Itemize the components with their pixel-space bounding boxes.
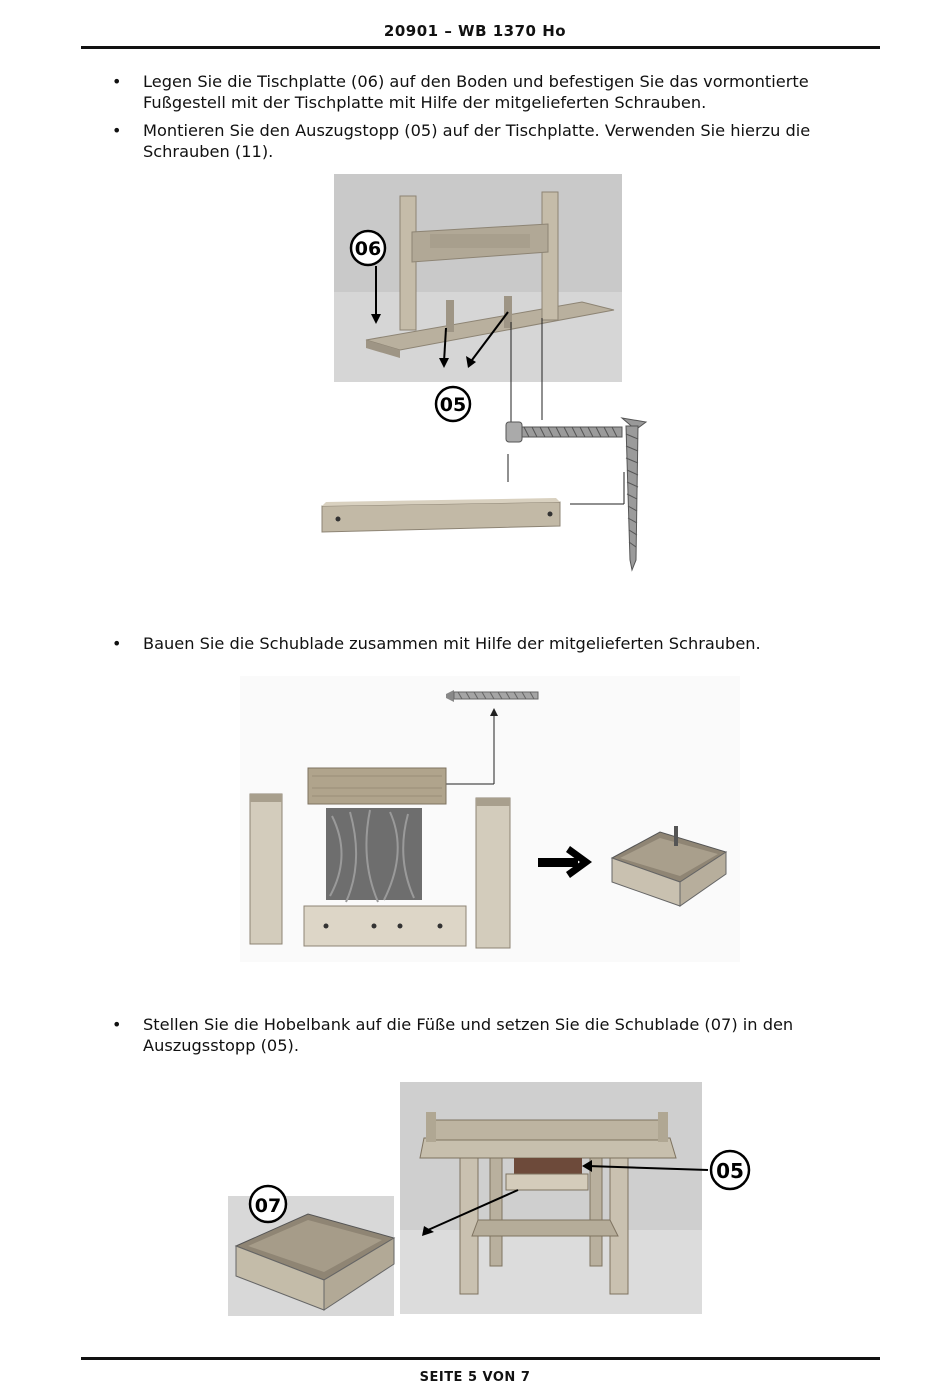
bullet-icon: • [112,1015,122,1034]
tabletop-illustration: 06 05 [321,174,648,572]
bench-illustration: 07 05 [228,1082,751,1316]
page-number: SEITE 5 VON 7 [419,1370,531,1385]
part-label-06: 06 [355,238,381,260]
bullet-icon: • [112,121,122,140]
figure-drawer-insert: 07 05 [228,1080,760,1316]
drawer-illustration [240,676,740,962]
instruction-text: Stellen Sie die Hobelbank auf die Füße u… [143,1015,794,1055]
figure-tabletop-assembly: 06 05 [320,172,670,582]
header-rule [81,46,880,49]
footer-rule [81,1357,880,1360]
figure-drawer-assembly [240,676,740,962]
instruction-text: Legen Sie die Tischplatte (06) auf den B… [143,72,809,112]
part-label-05: 05 [440,394,466,416]
bullet-icon: • [112,634,122,653]
instruction-text: Bauen Sie die Schublade zusammen mit Hil… [143,634,761,653]
part-label-05: 05 [716,1159,744,1183]
document-header: 20901 – WB 1370 Ho [383,22,567,40]
instruction-text: Montieren Sie den Auszugstopp (05) auf d… [143,121,811,161]
part-label-07: 07 [255,1195,281,1217]
bullet-icon: • [112,72,122,91]
